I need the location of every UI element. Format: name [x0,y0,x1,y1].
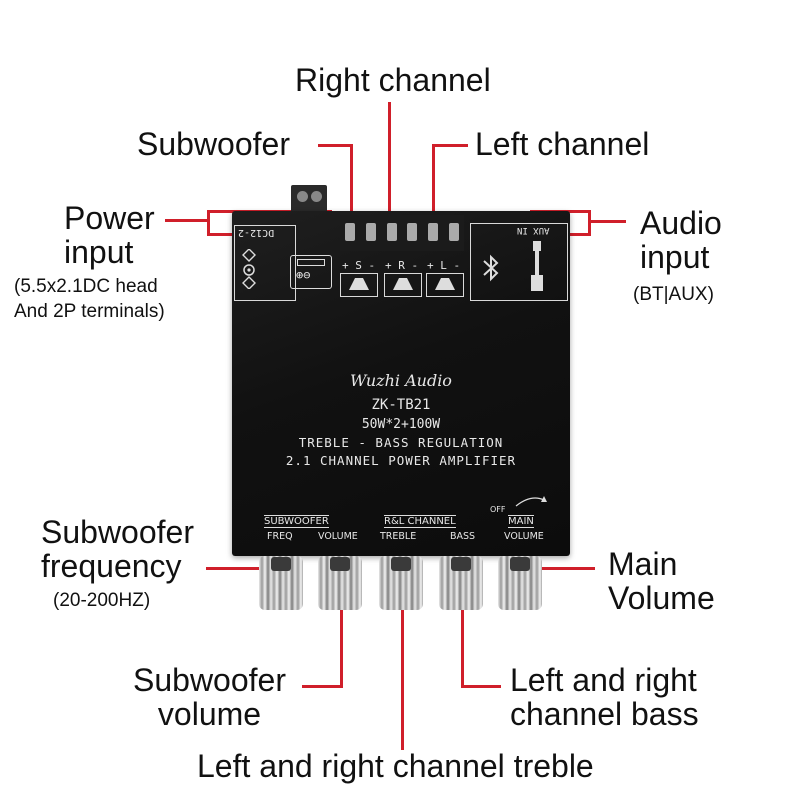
sub-terminal-label: + S - [342,259,376,272]
sub-volume-line2: volume [157,695,262,732]
speaker-icon-box-left [426,273,464,297]
power-input-line2: input [64,233,134,270]
dc-terminal-block [291,185,327,213]
audio-input-line2: input [640,238,710,275]
power-note-line1: (5.5x2.1DC head [14,276,158,297]
speaker-icon [393,278,413,290]
label-subwoofer-volume: Subwoofer volume [133,662,286,732]
amplifier-board: DC12-2 ⊕⊖ + S - + R - + L - AUX IN Wuzhi… [232,211,570,556]
sub-volume-line1: Subwoofer [133,662,286,698]
speaker-terminals [340,215,464,251]
dc-jack-icon [242,248,256,290]
brand-logo: Wuzhi Audio [350,371,452,390]
main-volume-line2: Volume [608,579,715,616]
dc-label: DC12-2 [238,227,275,238]
knob-label-sub-volume: VOLUME [318,531,358,542]
label-lr-treble: Left and right channel treble [197,748,594,784]
power-rating: 50W*2+100W [361,417,441,432]
knob-label-bass: BASS [450,531,476,542]
off-label: OFF [490,505,506,514]
headphone-jack-icon [528,241,546,291]
tb-regulation: TREBLE - BASS REGULATION [298,435,504,450]
speaker-icon-box-sub [340,273,378,297]
speaker-icon [349,278,369,290]
label-subwoofer: Subwoofer [137,126,290,162]
label-right-channel: Right channel [295,62,491,98]
label-power-note: (5.5x2.1DC head And 2P terminals) [14,275,165,324]
label-left-channel: Left channel [475,126,650,162]
label-audio-input: Audio input [640,205,722,275]
label-lr-bass: Left and right channel bass [510,662,699,732]
group-label-main: MAIN [508,515,534,528]
sub-freq-line2: frequency [41,547,182,584]
bass-line1: Left and right [510,662,697,698]
speaker-icon [435,278,455,290]
left-terminal-label: + L - [427,259,461,272]
group-label-rl-channel: R&L CHANNEL [384,515,456,528]
label-subwoofer-frequency: Subwoofer frequency [41,514,194,584]
knob-cap [391,557,411,571]
model-label: ZK-TB21 [371,397,431,413]
bluetooth-icon [482,253,500,288]
volume-arrow-icon [514,494,548,513]
knob-cap [451,557,471,571]
label-subwoofer-frequency-note: (20-200HZ) [53,590,151,611]
power-note-line2: And 2P terminals) [14,300,165,322]
channel-amplifier: 2.1 CHANNEL POWER AMPLIFIER [285,453,517,468]
knob-cap [330,557,350,571]
knob-cap [271,557,291,571]
power-input-line1: Power [64,200,155,236]
polarity-icon: ⊕⊖ [290,255,332,289]
sub-freq-line1: Subwoofer [41,514,194,550]
right-terminal-label: + R - [385,259,419,272]
speaker-icon-box-right [384,273,422,297]
dc-input-area [234,225,296,301]
label-audio-note: (BT|AUX) [633,284,714,305]
knob-label-treble: TREBLE [380,531,417,542]
label-main-volume: Main Volume [608,546,715,616]
knob-cap [510,557,530,571]
knob-label-freq: FREQ [267,531,293,542]
bass-line2: channel bass [510,695,699,732]
aux-label: AUX IN [517,225,550,235]
knob-label-main-volume: VOLUME [504,531,544,542]
audio-input-area [470,223,568,301]
label-power-input: Power input [64,200,155,270]
main-volume-line1: Main [608,546,678,582]
audio-input-line1: Audio [640,205,722,241]
group-label-subwoofer: SUBWOOFER [264,515,329,528]
